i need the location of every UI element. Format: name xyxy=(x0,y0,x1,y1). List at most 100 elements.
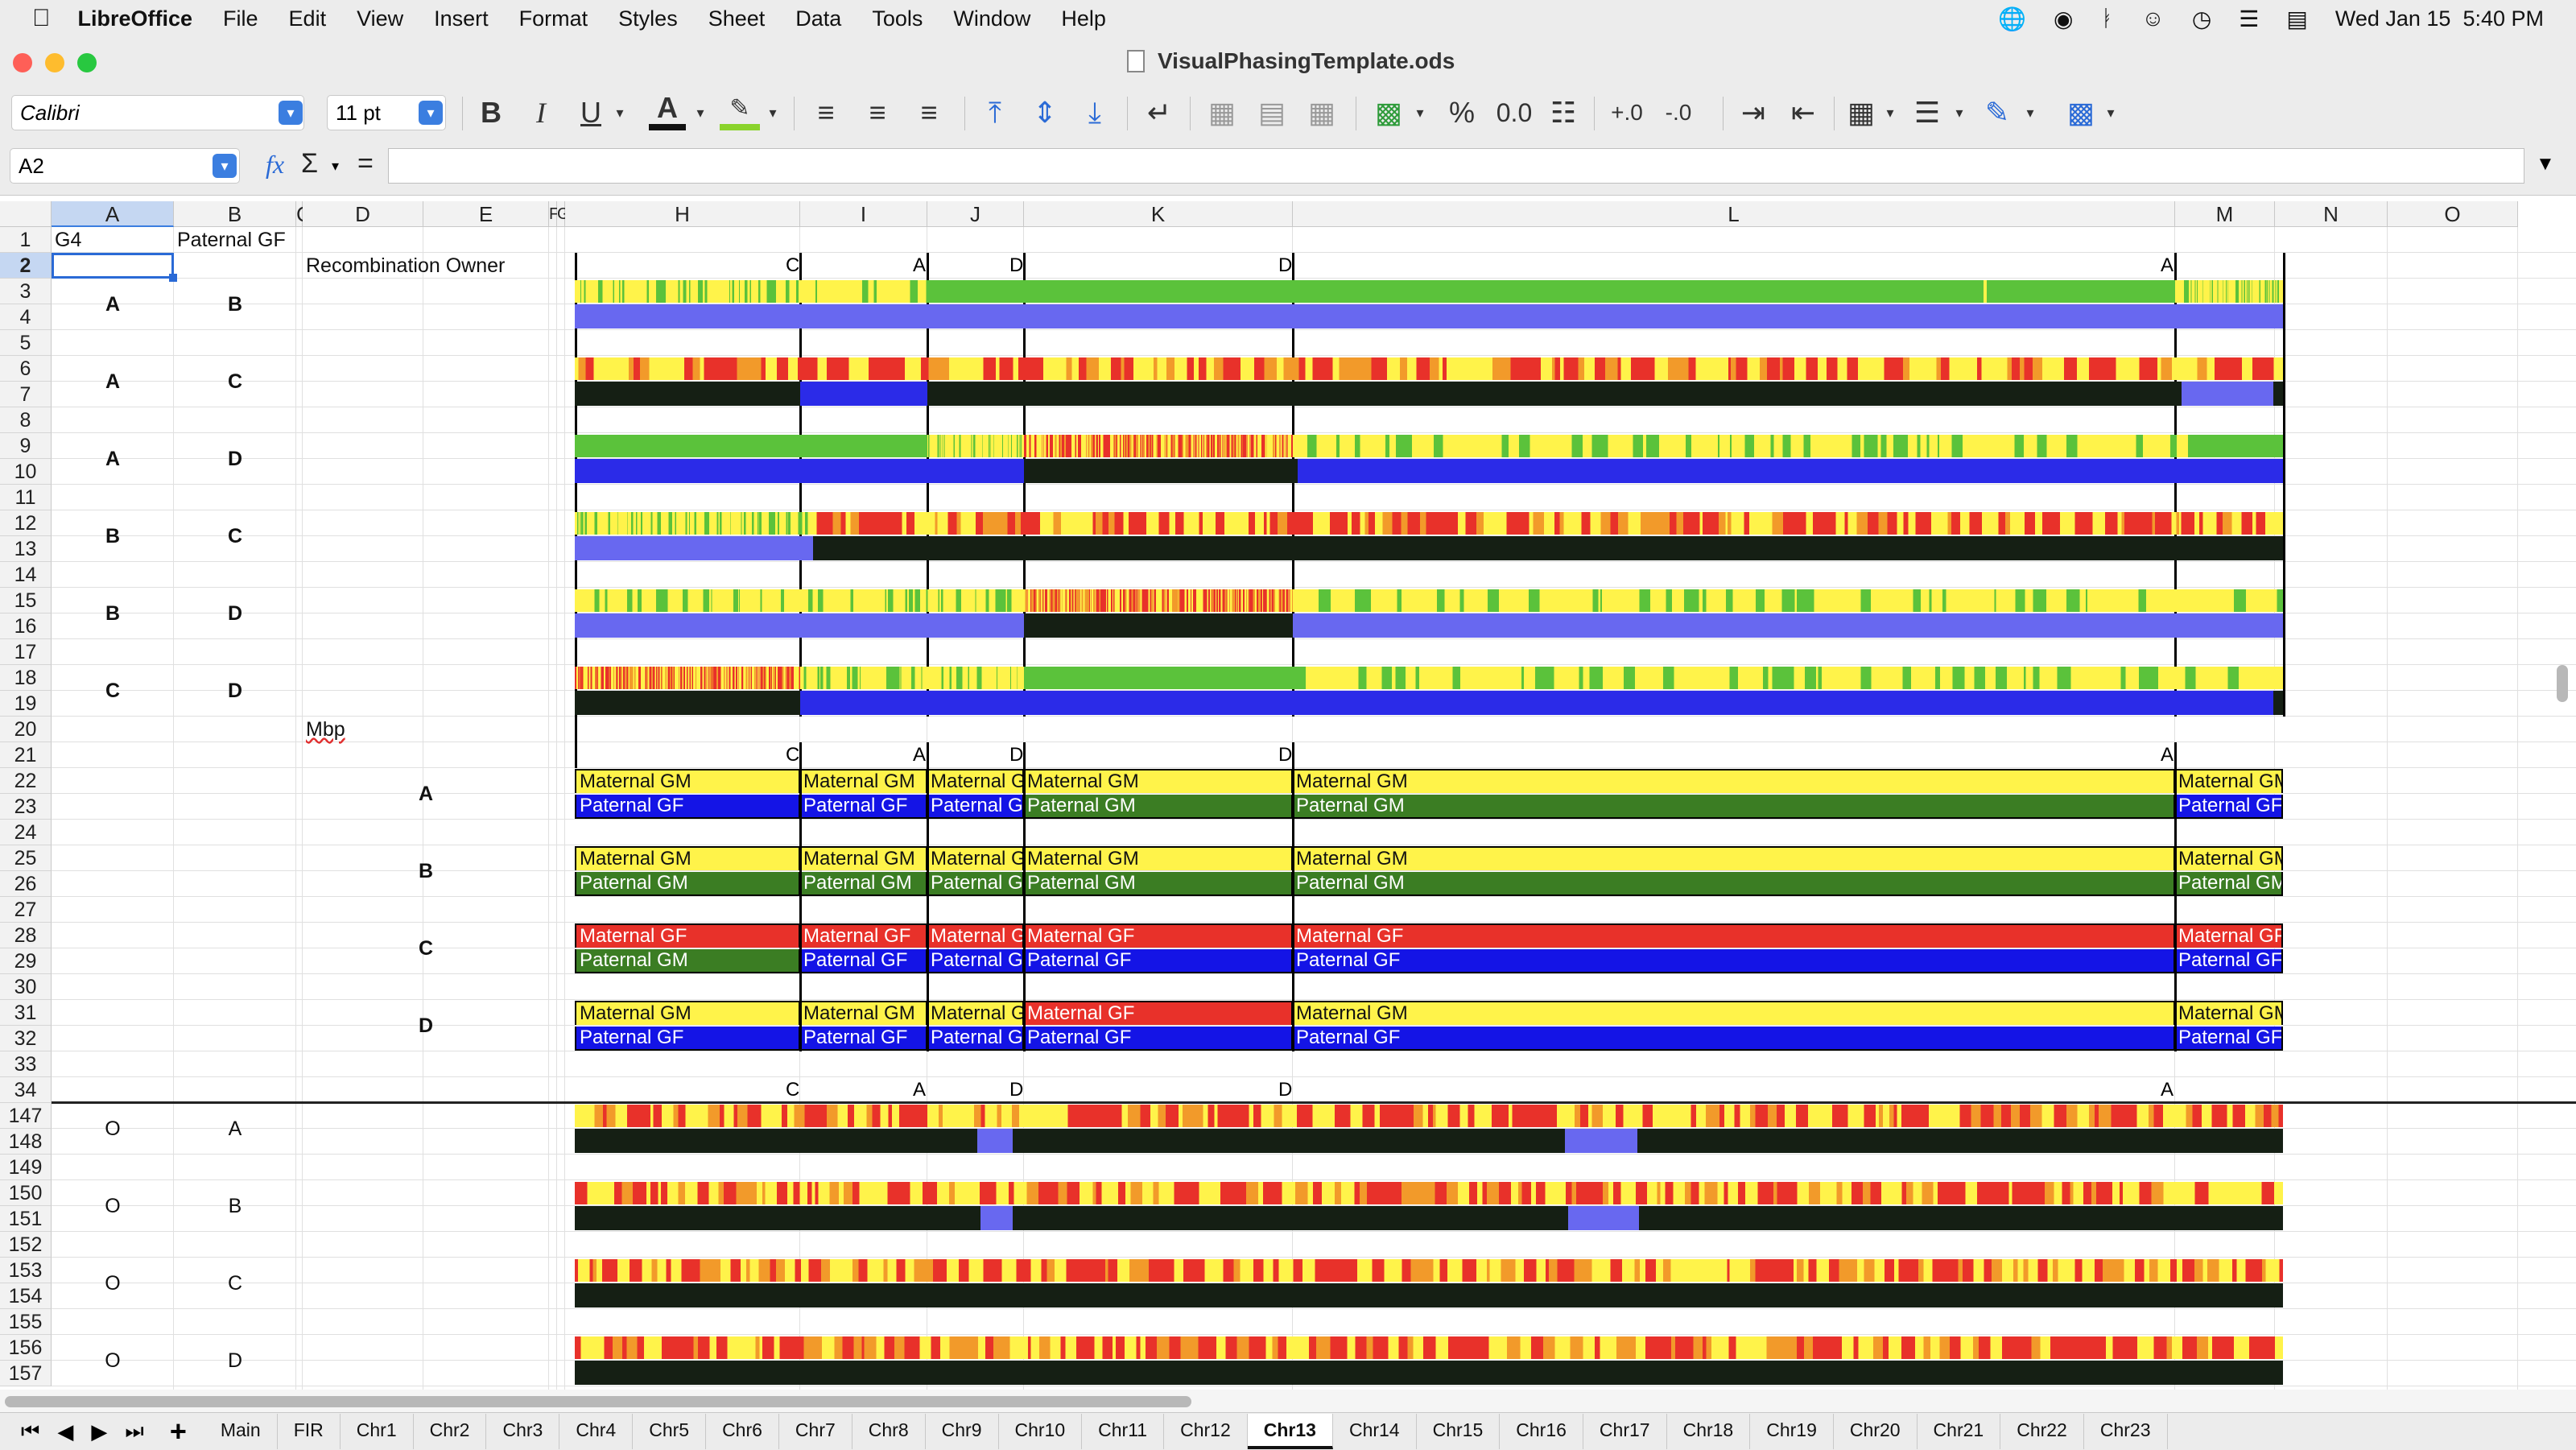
align-center-icon[interactable]: ≡ xyxy=(869,96,886,129)
font-color-button[interactable]: A xyxy=(649,91,686,130)
menu-tools[interactable]: Tools xyxy=(853,6,923,31)
row-header-2[interactable]: 2 xyxy=(0,253,52,279)
fill-handle[interactable] xyxy=(169,274,177,282)
row-header-16[interactable]: 16 xyxy=(0,613,52,639)
prev-sheet-icon[interactable]: ◀ xyxy=(57,1419,74,1444)
column-header-d[interactable]: D xyxy=(303,201,423,227)
column-header-a[interactable]: A xyxy=(52,201,174,227)
column-header-l[interactable]: L xyxy=(1293,201,2175,227)
row-header-27[interactable]: 27 xyxy=(0,897,52,923)
function-wizard-button[interactable]: fx xyxy=(266,150,285,179)
add-sheet-button[interactable]: + xyxy=(169,1415,187,1448)
menu-sheet[interactable]: Sheet xyxy=(690,6,766,31)
decrease-indent-icon[interactable]: ⇤ xyxy=(1790,96,1816,129)
row-header-11[interactable]: 11 xyxy=(0,485,52,510)
menu-format[interactable]: Format xyxy=(501,6,588,31)
column-header-b[interactable]: B xyxy=(174,201,296,227)
row-header-28[interactable]: 28 xyxy=(0,923,52,948)
merge-center-icon[interactable]: ▦ xyxy=(1208,96,1236,129)
merge-cells-icon[interactable]: ▤ xyxy=(1257,96,1286,129)
chevron-down-icon[interactable]: ▾ xyxy=(1416,104,1424,121)
border-style-icon[interactable]: ☰ xyxy=(1913,96,1941,129)
row-header-9[interactable]: 9 xyxy=(0,433,52,459)
vertical-scrollbar[interactable] xyxy=(2557,665,2568,702)
sheet-tab-chr2[interactable]: Chr2 xyxy=(414,1414,487,1449)
menu-insert[interactable]: Insert xyxy=(415,6,489,31)
unmerge-cells-icon[interactable]: ▦ xyxy=(1307,96,1335,129)
align-middle-icon[interactable]: ⇕ xyxy=(1032,96,1058,129)
row-header-33[interactable]: 33 xyxy=(0,1051,52,1077)
row-header-8[interactable]: 8 xyxy=(0,407,52,433)
row-header-14[interactable]: 14 xyxy=(0,562,52,588)
add-decimal-icon[interactable]: +.0 xyxy=(1611,100,1643,125)
sheet-tab-chr12[interactable]: Chr12 xyxy=(1164,1414,1248,1449)
row-header-147[interactable]: 147 xyxy=(0,1103,52,1129)
row-header-7[interactable]: 7 xyxy=(0,382,52,407)
font-name-combo[interactable]: Calibri xyxy=(11,95,304,130)
sheet-tab-chr10[interactable]: Chr10 xyxy=(999,1414,1083,1449)
selected-cell-cursor[interactable] xyxy=(52,253,174,279)
underline-button[interactable]: U xyxy=(580,96,601,129)
bluetooth-icon[interactable]: ᛓ xyxy=(2100,6,2115,31)
row-header-3[interactable]: 3 xyxy=(0,279,52,304)
name-box[interactable]: A2 xyxy=(10,148,240,184)
percent-format-button[interactable]: % xyxy=(1448,96,1475,129)
column-header-k[interactable]: K xyxy=(1024,201,1293,227)
bold-button[interactable]: B xyxy=(481,96,502,129)
chevron-down-icon[interactable]: ▾ xyxy=(769,104,777,121)
row-header-155[interactable]: 155 xyxy=(0,1309,52,1335)
chevron-down-icon[interactable]: ▾ xyxy=(213,154,237,178)
menu-data[interactable]: Data xyxy=(777,6,841,31)
column-header-f[interactable]: F xyxy=(549,201,559,227)
chevron-down-icon[interactable]: ▾ xyxy=(279,101,303,125)
sheet-tab-chr20[interactable]: Chr20 xyxy=(1834,1414,1918,1449)
globe-icon[interactable]: 🌐 xyxy=(1998,6,2026,31)
sheet-tab-chr19[interactable]: Chr19 xyxy=(1750,1414,1834,1449)
corner-select-all[interactable] xyxy=(0,201,52,227)
row-header-25[interactable]: 25 xyxy=(0,845,52,871)
expand-formula-icon[interactable]: ▼ xyxy=(2536,153,2555,175)
row-header-22[interactable]: 22 xyxy=(0,768,52,794)
row-header-149[interactable]: 149 xyxy=(0,1155,52,1180)
chevron-down-icon[interactable]: ▾ xyxy=(419,101,443,125)
row-header-13[interactable]: 13 xyxy=(0,536,52,562)
horizontal-scroll-thumb[interactable] xyxy=(5,1396,1191,1407)
row-header-26[interactable]: 26 xyxy=(0,871,52,897)
sheet-tab-chr3[interactable]: Chr3 xyxy=(486,1414,560,1449)
row-header-5[interactable]: 5 xyxy=(0,330,52,356)
sheet-tab-chr4[interactable]: Chr4 xyxy=(559,1414,634,1449)
formula-input[interactable] xyxy=(388,148,2524,184)
sheet-tab-chr18[interactable]: Chr18 xyxy=(1667,1414,1751,1449)
row-header-150[interactable]: 150 xyxy=(0,1180,52,1206)
row-header-31[interactable]: 31 xyxy=(0,1000,52,1026)
sheet-tab-chr9[interactable]: Chr9 xyxy=(926,1414,999,1449)
currency-format-icon[interactable]: ▩ xyxy=(1374,96,1402,129)
wifi-icon[interactable]: ☰ xyxy=(2239,6,2260,31)
conditional-format-icon[interactable]: ▩ xyxy=(2066,96,2095,129)
minimize-window-button[interactable] xyxy=(45,53,64,72)
chevron-down-icon[interactable]: ▾ xyxy=(1955,104,1963,121)
apple-icon[interactable]:  xyxy=(32,5,51,32)
menubar-clock[interactable]: Wed Jan 15 5:40 PM xyxy=(2334,6,2544,31)
row-header-21[interactable]: 21 xyxy=(0,742,52,768)
chevron-down-icon[interactable]: ▾ xyxy=(696,104,704,121)
column-header-g[interactable]: G xyxy=(557,201,570,227)
align-left-icon[interactable]: ≡ xyxy=(817,96,835,129)
row-header-151[interactable]: 151 xyxy=(0,1206,52,1232)
sum-button[interactable]: Σ xyxy=(301,148,319,179)
column-header-h[interactable]: H xyxy=(565,201,800,227)
column-header-e[interactable]: E xyxy=(423,201,549,227)
sheet-tab-chr7[interactable]: Chr7 xyxy=(779,1414,852,1449)
row-header-17[interactable]: 17 xyxy=(0,639,52,665)
sheet-tab-chr8[interactable]: Chr8 xyxy=(852,1414,926,1449)
column-header-o[interactable]: O xyxy=(2388,201,2518,227)
row-header-156[interactable]: 156 xyxy=(0,1335,52,1361)
menu-view[interactable]: View xyxy=(338,6,403,31)
next-sheet-icon[interactable]: ▶ xyxy=(91,1419,108,1444)
highlight-color-icon[interactable]: ✎ xyxy=(720,92,760,130)
row-header-29[interactable]: 29 xyxy=(0,948,52,974)
row-header-30[interactable]: 30 xyxy=(0,974,52,1000)
increase-indent-icon[interactable]: ⇥ xyxy=(1740,96,1766,129)
user-icon[interactable]: ☺ xyxy=(2141,6,2165,31)
align-right-icon[interactable]: ≡ xyxy=(920,96,938,129)
